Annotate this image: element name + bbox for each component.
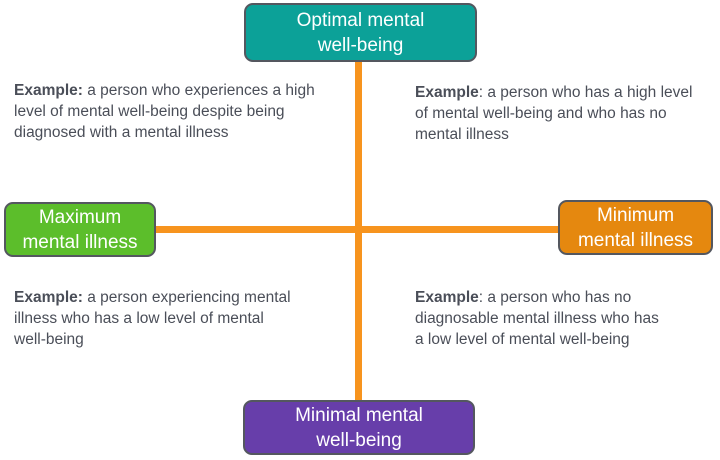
quadrant-example-bottom-left: Example: a person experiencing mental il…	[14, 287, 291, 350]
example-text: a person experiencing mental	[82, 289, 291, 306]
example-line: illness who has a low level of mental	[14, 310, 264, 327]
example-text: : a person who has no	[478, 289, 632, 306]
optimal-mental-wellbeing-label-line1: Optimal mental	[296, 9, 425, 31]
minimum-mental-illness-label-line1: Minimum	[596, 204, 675, 226]
example-label: Example	[415, 289, 479, 306]
example-line: Example: a person experiencing mental	[14, 287, 291, 308]
example-line: of mental well-being and who has no	[415, 105, 667, 122]
example-line: Example: a person who has no	[415, 287, 659, 308]
minimum-mental-illness-label-line2: mental illness	[577, 229, 694, 251]
example-label: Example:	[14, 82, 83, 99]
example-line: a low level of mental well-being	[415, 331, 630, 348]
example-line: well-being	[14, 331, 84, 348]
minimal-mental-wellbeing-label-line2: well-being	[316, 429, 402, 451]
example-line: Example: a person who experiences a high	[14, 80, 315, 101]
quadrant-example-top-right: Example: a person who has a high level o…	[415, 82, 692, 145]
maximum-mental-illness-box: Maximum mental illness	[4, 202, 156, 257]
optimal-mental-wellbeing-label-line2: well-being	[317, 34, 404, 56]
example-label: Example	[415, 84, 479, 101]
maximum-mental-illness-label-line2: mental illness	[22, 231, 138, 253]
example-line: diagnosed with a mental illness	[14, 124, 229, 141]
horizontal-axis-line	[154, 226, 560, 233]
example-line: Example: a person who has a high level	[415, 82, 692, 103]
minimal-mental-wellbeing-label-line1: Minimal mental	[295, 404, 423, 426]
example-line: mental illness	[415, 126, 509, 143]
maximum-mental-illness-label-line1: Maximum	[38, 206, 122, 228]
minimum-mental-illness-box: Minimum mental illness	[558, 200, 713, 255]
example-line: level of mental well-being despite being	[14, 103, 285, 120]
quadrant-example-bottom-right: Example: a person who has no diagnosable…	[415, 287, 659, 350]
minimal-mental-wellbeing-box: Minimal mental well-being	[243, 400, 475, 455]
example-label: Example:	[14, 289, 83, 306]
optimal-mental-wellbeing-box: Optimal mental well-being	[244, 3, 477, 62]
example-line: diagnosable mental illness who has	[415, 310, 659, 327]
example-text: : a person who has a high level	[478, 84, 693, 101]
quadrant-example-top-left: Example: a person who experiences a high…	[14, 80, 315, 143]
example-text: a person who experiences a high	[82, 82, 315, 99]
